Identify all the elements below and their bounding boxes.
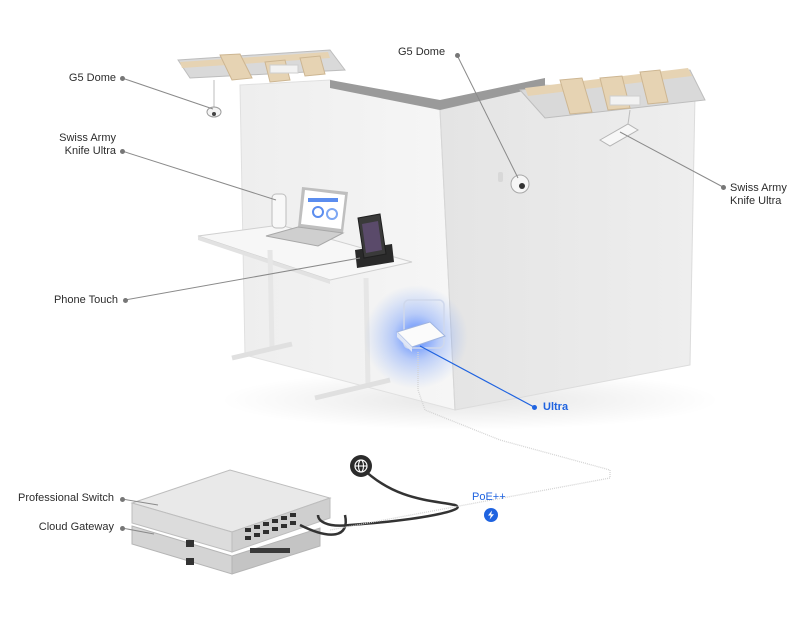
leader-dot-switch <box>120 497 125 502</box>
label-swiss-army-right: Swiss Army Knife Ultra <box>730 182 787 207</box>
label-g5-dome-top: G5 Dome <box>398 46 446 58</box>
leader-dot-ultra <box>532 405 537 410</box>
ceiling-panel-left <box>177 49 346 83</box>
lightning-icon <box>484 508 498 522</box>
leader-dot-g5-left <box>120 76 125 81</box>
label-g5-dome-left: G5 Dome <box>68 72 116 84</box>
ultra-device <box>364 285 468 389</box>
leader-dot-gateway <box>120 526 125 531</box>
patch-cable <box>299 514 348 536</box>
g5-dome-camera-left <box>206 80 222 118</box>
rack-equipment <box>130 469 332 575</box>
leader-dot-swiss-right <box>721 185 726 190</box>
globe-icon <box>350 455 372 477</box>
swiss-army-knife-ultra-desk <box>271 193 287 229</box>
label-poe: PoE++ <box>472 491 506 503</box>
poe-cable <box>329 352 611 531</box>
label-swiss-army-left: Swiss Army Knife Ultra <box>59 132 116 157</box>
leader-dot-g5-top <box>455 53 460 58</box>
laptop <box>265 187 348 247</box>
phone-touch <box>355 213 394 268</box>
internet-cable <box>316 467 459 527</box>
label-cloud-gateway: Cloud Gateway <box>38 521 114 533</box>
g5-dome-camera-wall <box>498 172 530 194</box>
ultra-leader-line <box>419 345 535 408</box>
label-ultra: Ultra <box>543 401 569 413</box>
ceiling-panel-right <box>518 68 706 119</box>
leader-lines <box>121 54 724 535</box>
leader-dot-swiss-left <box>120 149 125 154</box>
label-professional-switch: Professional Switch <box>18 492 114 504</box>
swiss-army-knife-ultra-ceiling <box>599 109 639 147</box>
leader-dot-phone <box>123 298 128 303</box>
label-phone-touch: Phone Touch <box>53 294 118 306</box>
